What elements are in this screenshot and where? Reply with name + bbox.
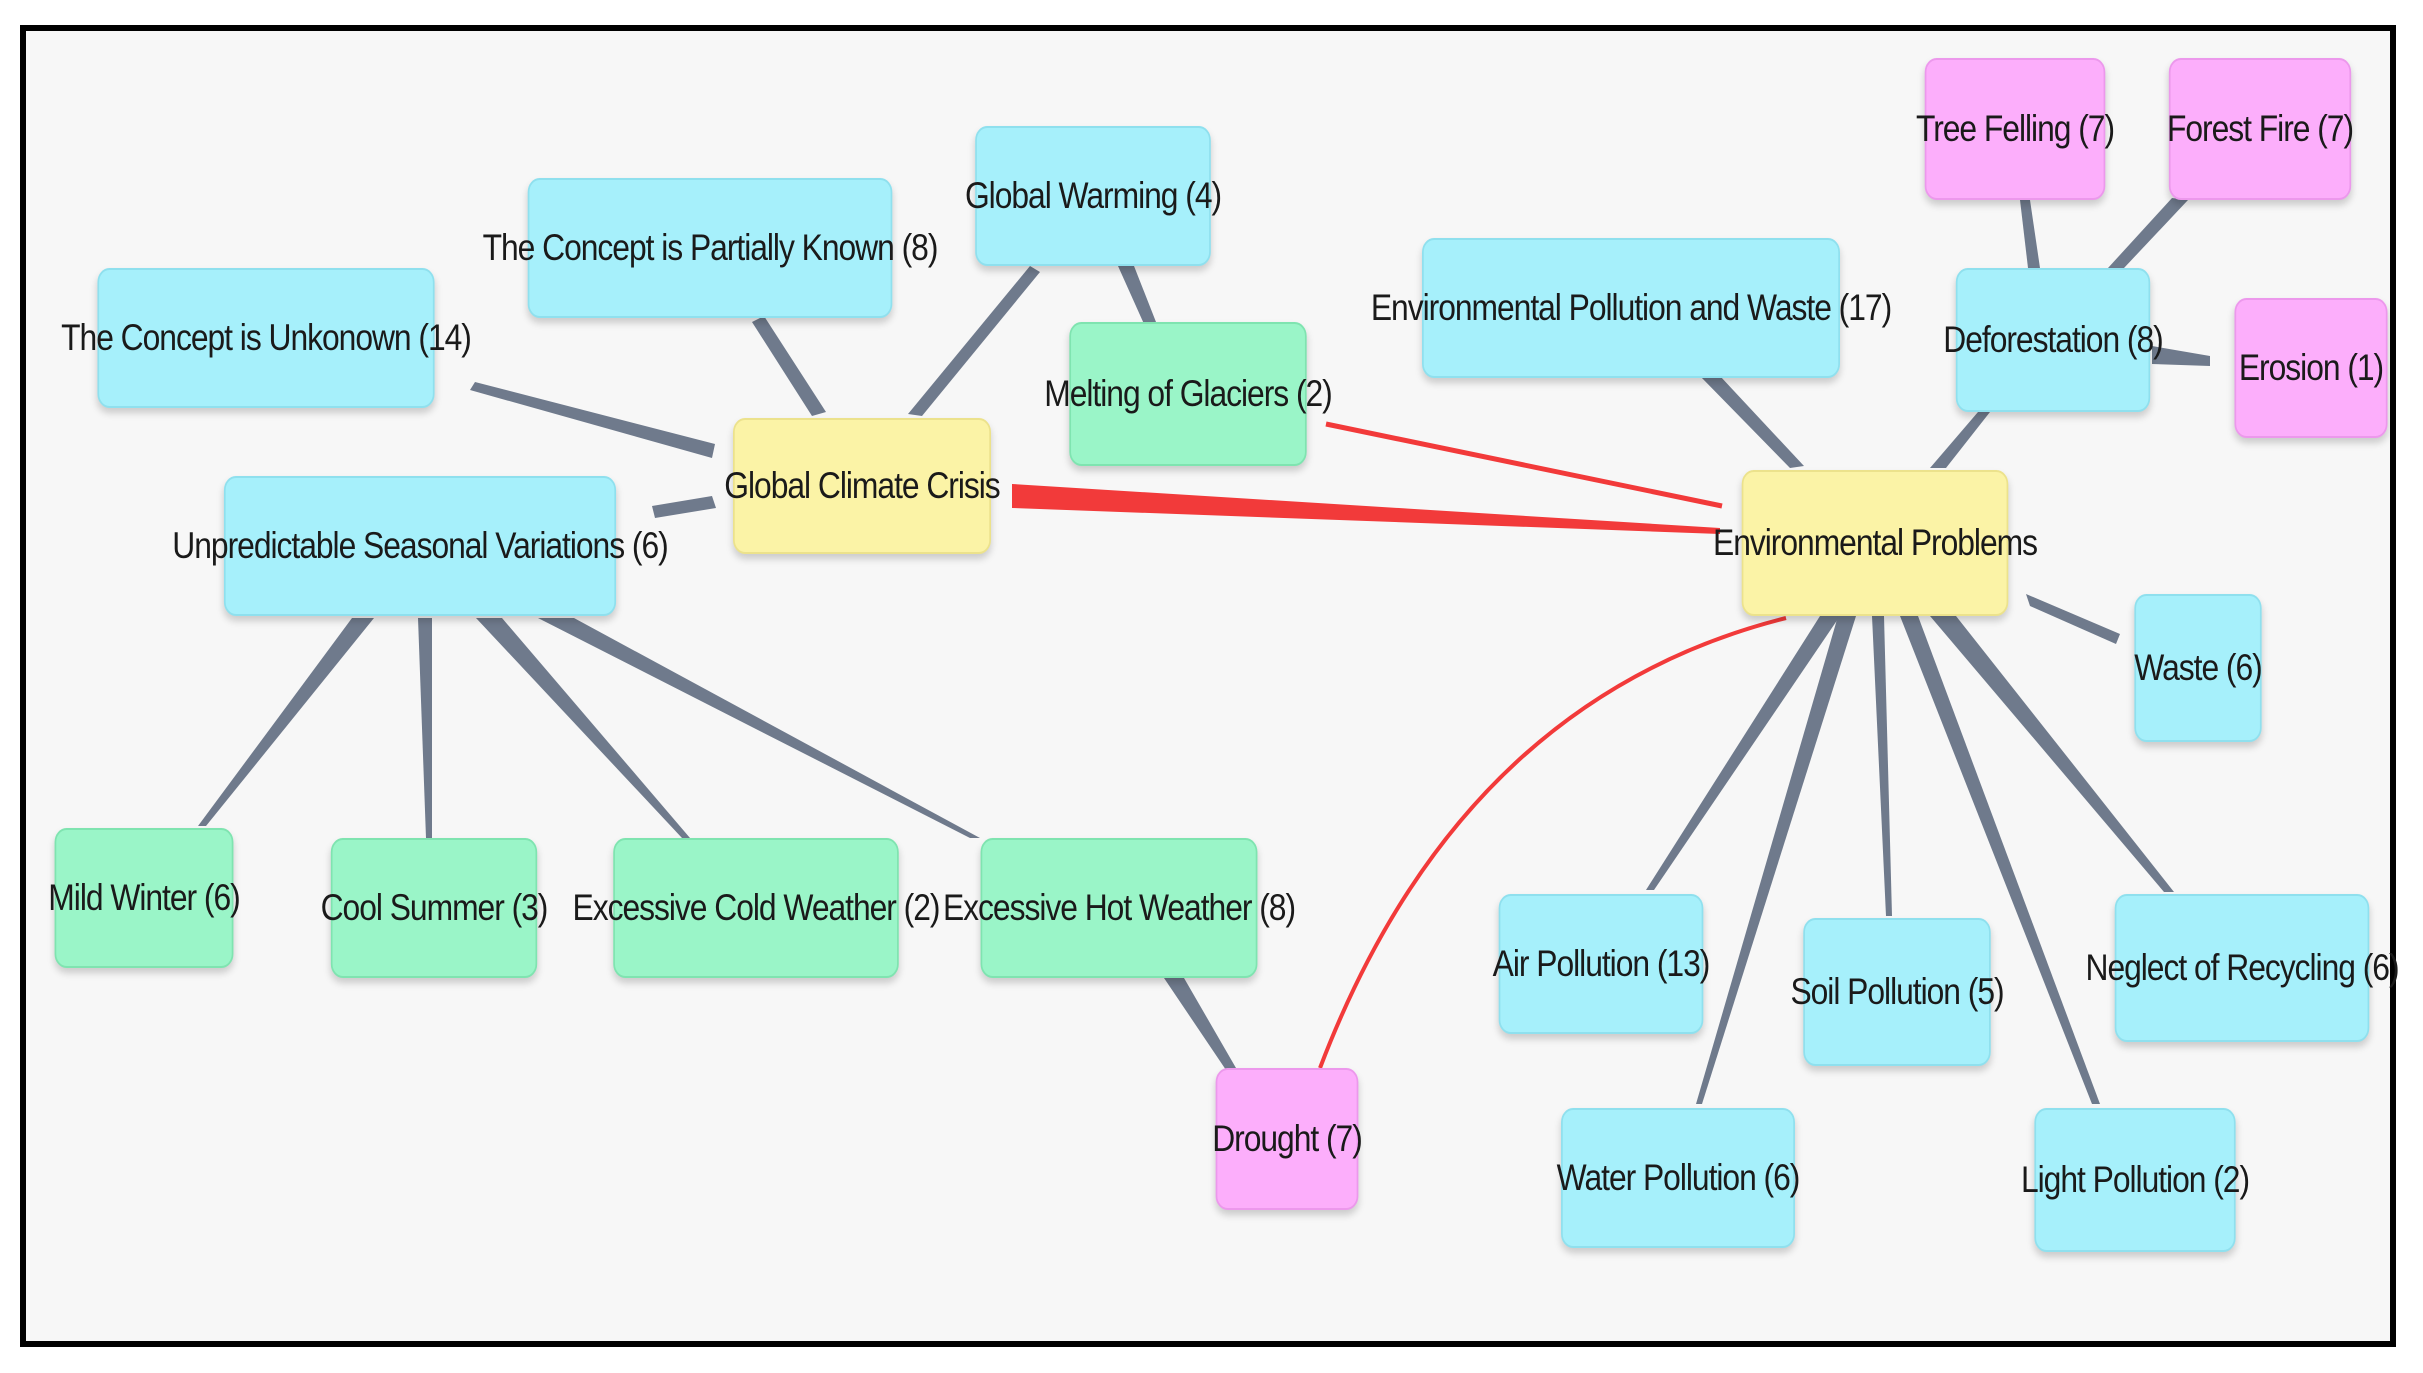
link-env-pollution-waste [1700, 376, 1804, 468]
node-waste-label: Waste (6) [2134, 647, 2262, 688]
link-seasonal-excessive-hot [538, 618, 980, 838]
node-environmental-pollution-waste-label: Environmental Pollution and Waste (17) [1370, 287, 1892, 328]
node-mild-winter[interactable]: Mild Winter (6) [48, 828, 241, 968]
node-melting-glaciers[interactable]: Melting of Glaciers (2) [1044, 322, 1333, 466]
node-air-pollution-label: Air Pollution (13) [1492, 943, 1711, 984]
node-environmental-problems[interactable]: Environmental Problems [1713, 470, 2038, 616]
node-tree-felling[interactable]: Tree Felling (7) [1916, 58, 2115, 200]
link-seasonal-cool-summer [418, 618, 432, 838]
link-env-air-pollution [1646, 616, 1840, 890]
link-crisis-global-warming [908, 266, 1040, 416]
node-forest-fire-label: Forest Fire (7) [2166, 108, 2354, 149]
node-soil-pollution[interactable]: Soil Pollution (5) [1790, 918, 2005, 1066]
link-env-neglect-recycling [1930, 616, 2174, 892]
link-env-soil-pollution [1872, 616, 1892, 916]
link-seasonal-excessive-cold [476, 618, 690, 838]
link-deforestation-forest-fire [2108, 198, 2188, 268]
node-global-warming[interactable]: Global Warming (4) [965, 126, 1222, 266]
cross-link-glaciers-env-problems [1325, 421, 1723, 509]
link-deforestation-tree-felling [2020, 200, 2040, 268]
node-excessive-cold-weather[interactable]: Excessive Cold Weather (2) [573, 838, 941, 978]
node-water-pollution-label: Water Pollution (6) [1556, 1157, 1801, 1198]
node-light-pollution-label: Light Pollution (2) [2020, 1159, 2250, 1200]
node-cool-summer[interactable]: Cool Summer (3) [321, 838, 548, 978]
node-concept-unknown-label: The Concept is Unkonown (14) [61, 317, 472, 358]
link-seasonal-mild-winter [198, 618, 374, 826]
link-crisis-concept-unknown [470, 382, 715, 458]
node-waste[interactable]: Waste (6) [2134, 594, 2263, 742]
node-tree-felling-label: Tree Felling (7) [1915, 108, 2115, 149]
node-soil-pollution-label: Soil Pollution (5) [1790, 971, 2004, 1012]
node-air-pollution[interactable]: Air Pollution (13) [1493, 894, 1710, 1034]
node-light-pollution[interactable]: Light Pollution (2) [2021, 1108, 2250, 1252]
cross-link-drought-env-problems [1318, 616, 1787, 1069]
node-drought-label: Drought (7) [1212, 1118, 1363, 1159]
node-neglect-of-recycling[interactable]: Neglect of Recycling (6) [2085, 894, 2400, 1042]
cross-link-crisis-env-problems [1012, 484, 1720, 534]
node-forest-fire[interactable]: Forest Fire (7) [2166, 58, 2354, 200]
node-environmental-pollution-waste[interactable]: Environmental Pollution and Waste (17) [1371, 238, 1892, 378]
node-erosion-label: Erosion (1) [2238, 347, 2384, 388]
node-neglect-of-recycling-label: Neglect of Recycling (6) [2085, 947, 2399, 988]
node-mild-winter-label: Mild Winter (6) [48, 877, 240, 918]
link-crisis-unpredictable-seasonal [652, 496, 716, 518]
node-deforestation[interactable]: Deforestation (8) [1943, 268, 2164, 412]
link-env-light-pollution [1900, 616, 2100, 1104]
node-concept-unknown[interactable]: The Concept is Unkonown (14) [61, 268, 472, 408]
node-global-warming-label: Global Warming (4) [964, 175, 1222, 216]
node-deforestation-label: Deforestation (8) [1943, 319, 2163, 360]
link-excessive-hot-drought [1164, 978, 1236, 1070]
node-environmental-problems-label: Environmental Problems [1713, 522, 2038, 563]
node-drought[interactable]: Drought (7) [1212, 1068, 1363, 1210]
node-erosion[interactable]: Erosion (1) [2234, 298, 2388, 438]
node-concept-partially-known[interactable]: The Concept is Partially Known (8) [483, 178, 938, 318]
link-global-warming-glaciers [1118, 266, 1156, 324]
node-excessive-hot-weather[interactable]: Excessive Hot Weather (8) [943, 838, 1296, 978]
node-global-climate-crisis[interactable]: Global Climate Crisis [724, 418, 1001, 554]
link-env-deforestation [1930, 412, 1990, 468]
node-unpredictable-seasonal-variations[interactable]: Unpredictable Seasonal Variations (6) [172, 476, 669, 616]
node-unpredictable-seasonal-variations-label: Unpredictable Seasonal Variations (6) [172, 525, 668, 566]
node-cool-summer-label: Cool Summer (3) [320, 887, 549, 928]
node-global-climate-crisis-label: Global Climate Crisis [724, 465, 1000, 506]
link-env-water-pollution [1696, 616, 1856, 1104]
node-concept-partially-known-label: The Concept is Partially Known (8) [482, 227, 939, 268]
node-melting-glaciers-label: Melting of Glaciers (2) [1044, 373, 1333, 414]
node-water-pollution[interactable]: Water Pollution (6) [1557, 1108, 1800, 1248]
link-env-waste [2026, 594, 2120, 644]
node-excessive-hot-weather-label: Excessive Hot Weather (8) [942, 887, 1296, 928]
link-deforestation-erosion [2152, 346, 2210, 366]
node-excessive-cold-weather-label: Excessive Cold Weather (2) [572, 887, 941, 928]
link-crisis-concept-partially [752, 316, 826, 416]
